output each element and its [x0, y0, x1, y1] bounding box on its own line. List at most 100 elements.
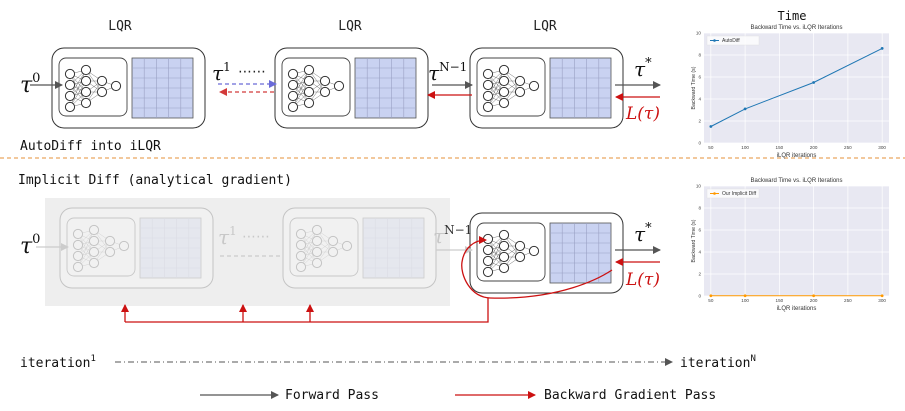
lqr-block-faded-1-network-node — [88, 224, 100, 236]
taun-1-symbol-bottom: τN−1 — [433, 223, 472, 248]
y-tick-label: 0 — [698, 294, 701, 299]
y-tick-label: 4 — [698, 97, 701, 102]
plot-area — [704, 33, 889, 143]
lqr-block-faded-1-network-edge — [77, 240, 95, 257]
x-tick-label: 200 — [810, 298, 818, 303]
lqr-block-2 — [274, 47, 429, 129]
lqr-block-faded-1-network-edge — [77, 255, 95, 264]
lqr-block-faded-2-network-node — [311, 246, 323, 258]
lqr-block-2-network-node — [287, 79, 299, 91]
lqr-block-faded-1-network-node — [72, 228, 84, 240]
y-axis-label: Backward Time (s) — [691, 219, 697, 262]
lqr-block-4-network-node — [514, 240, 526, 252]
lqr-block-3-network-node — [498, 75, 510, 87]
tau-star-symbol: τ* — [634, 56, 652, 81]
lqr-block-faded-1-network-edge — [109, 240, 125, 247]
lqr-block-faded-2-network-edge — [300, 240, 318, 268]
x-tick-label: 100 — [741, 145, 749, 150]
legend: Forward Pass Backward Gradient Pass — [200, 388, 716, 403]
data-point — [812, 294, 816, 298]
lqr-block-faded-2-network-node — [295, 261, 307, 273]
lqr-block-1-network-node — [80, 64, 92, 76]
chart-legend-box — [706, 35, 760, 46]
lqr-block-faded-2-network-edge — [300, 229, 318, 257]
lqr-block-1-network-node — [96, 75, 108, 87]
data-point — [709, 294, 713, 298]
lqr-label-1: LQR — [108, 19, 132, 34]
implicit-gradient-return — [125, 298, 489, 323]
lqr-block-faded-1-network-node — [118, 240, 130, 252]
lqr-block-faded-2-network-edge — [300, 262, 318, 268]
lqr-block-1-network-edge — [69, 69, 87, 108]
data-point — [743, 294, 747, 298]
loss-label: L(τ) — [625, 104, 660, 124]
time-heading: Time — [778, 9, 807, 23]
lqr-block-faded-2-network-edge — [300, 251, 318, 257]
lqr-block-1-network-node — [80, 75, 92, 87]
lqr-block-1-network-node — [96, 86, 108, 98]
lqr-block-faded-1-network-node — [72, 250, 84, 262]
ellipsis: ⋯⋯ — [238, 64, 266, 80]
y-tick-label: 10 — [696, 31, 702, 36]
chart-title: Backward Time vs. iLQR Iterations — [750, 178, 842, 184]
lqr-block-faded-1-network-edge — [77, 244, 95, 253]
lqr-block-faded-1 — [59, 207, 214, 289]
tau0-symbol: τ0 — [20, 71, 40, 98]
implicit-diff-section: Implicit Diff (analytical gradient) τ0 τ… — [18, 173, 661, 323]
implicit-section-label: Implicit Diff (analytical gradient) — [18, 173, 292, 188]
lqr-block-1-network-node — [64, 68, 76, 80]
y-tick-label: 10 — [696, 184, 702, 189]
autodiff-section-label: AutoDiff into iLQR — [20, 139, 161, 154]
lqr-block-faded-1-matrix — [139, 217, 202, 279]
lqr-block-4-network-edge — [487, 234, 505, 273]
lqr-block-faded-2-network-edge — [300, 255, 318, 264]
series-line — [710, 47, 883, 127]
lqr-block-3-network-node — [498, 97, 510, 109]
lqr-block-faded-2-network-edge — [332, 245, 348, 253]
lqr-block-3 — [469, 47, 624, 129]
iteration-axis: iteration1 iterationN — [20, 354, 756, 371]
lqr-label-2: LQR — [338, 19, 362, 34]
lqr-block-faded-2-network-node — [311, 224, 323, 236]
lqr-block-faded-2-network-node — [327, 246, 339, 258]
lqr-block-faded-1-network-edge — [77, 251, 95, 268]
x-tick-label: 300 — [878, 298, 886, 303]
data-point — [743, 107, 747, 111]
implicit-gradient-loop — [461, 236, 613, 299]
tau1-symbol: τ1 — [212, 60, 231, 85]
lqr-block-faded-1-network-edge — [77, 229, 95, 235]
iteration-end-label: iterationN — [680, 354, 756, 371]
legend-swatch-marker — [713, 39, 716, 42]
chart-legend-box — [706, 188, 760, 199]
lqr-block-faded-1-network-node — [88, 257, 100, 269]
lqr-block-faded-2-frame — [282, 207, 437, 289]
lqr-block-faded-2-network-edge — [316, 229, 334, 242]
lqr-block-faded-2-network-edge — [300, 233, 318, 242]
lqr-block-3-network-node — [482, 90, 494, 102]
lqr-block-1-network-node — [64, 90, 76, 102]
lqr-block-faded-2-network-edge — [300, 229, 318, 235]
lqr-block-faded-2 — [282, 207, 437, 289]
y-tick-label: 8 — [698, 53, 701, 58]
lqr-block-faded-2-network-node — [311, 235, 323, 247]
lqr-label-3: LQR — [533, 19, 557, 34]
y-tick-label: 4 — [698, 250, 701, 255]
lqr-block-1-network-node — [110, 80, 122, 92]
lqr-block-2-network-edge — [292, 69, 310, 108]
x-tick-label: 50 — [708, 145, 714, 150]
tau1-symbol-bottom: τ1 — [218, 224, 237, 249]
lqr-block-faded-1-network-edge — [93, 240, 111, 264]
data-point — [880, 47, 884, 50]
lqr-block-faded-2-network-edge — [300, 240, 318, 257]
lqr-block-faded-1-network-edge — [77, 233, 95, 242]
lqr-block-faded-2-network-edge — [316, 240, 334, 264]
lqr-block-faded-1-network-edge — [77, 244, 95, 264]
chart-title: Backward Time vs. iLQR Iterations — [750, 25, 842, 31]
lqr-block-3-network-node — [514, 75, 526, 87]
x-tick-label: 200 — [810, 145, 818, 150]
lqr-block-faded-1-network-edge — [93, 240, 111, 253]
lqr-block-4 — [469, 212, 624, 294]
loss-label-bottom: L(τ) — [625, 270, 660, 290]
lqr-block-2-network-node — [287, 90, 299, 102]
